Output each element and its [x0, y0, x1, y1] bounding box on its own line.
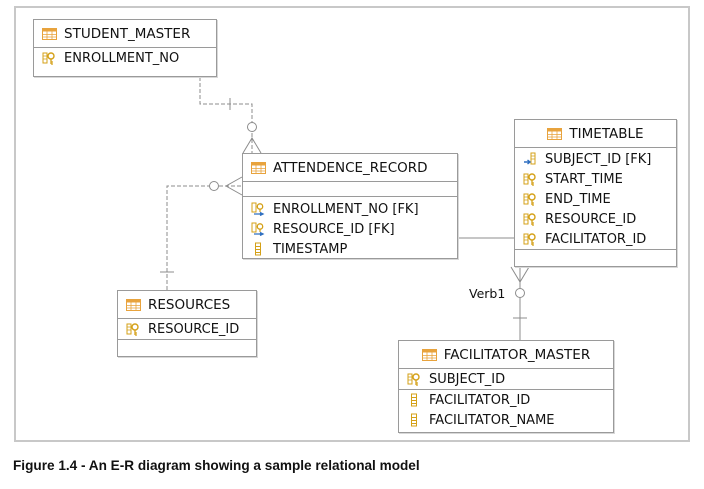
key-fk-icon [251, 222, 273, 236]
column-icon [251, 242, 273, 256]
field-name: FACILITATOR_ID [545, 231, 647, 247]
rel-student-crowfoot [242, 137, 262, 154]
field-list: SUBJECT_ID [399, 369, 613, 390]
figure-caption: Figure 1.4 - An E-R diagram showing a sa… [13, 458, 420, 473]
rel-verb1-crowfoot [510, 266, 530, 283]
field-row[interactable]: FACILITATOR_ID [399, 390, 613, 410]
key-icon [523, 192, 545, 206]
key-icon [523, 232, 545, 246]
field-row[interactable]: SUBJECT_ID [FK] [515, 149, 676, 169]
field-name: RESOURCE_ID [FK] [273, 221, 395, 237]
field-list: ENROLLMENT_NO [34, 48, 216, 68]
entity-header: RESOURCES [118, 291, 256, 319]
field-row[interactable]: TIMESTAMP [243, 239, 457, 259]
field-row[interactable]: ENROLLMENT_NO [34, 48, 216, 68]
field-name: SUBJECT_ID [FK] [545, 151, 652, 167]
key-icon [126, 322, 148, 336]
field-name: TIMESTAMP [273, 241, 348, 257]
field-row[interactable]: RESOURCE_ID [118, 319, 256, 339]
table-icon [547, 127, 569, 140]
field-row[interactable]: ENROLLMENT_NO [FK] [243, 199, 457, 219]
field-list: ENROLLMENT_NO [FK] RESOURCE_ID [FK] TIME… [243, 197, 457, 259]
key-icon [523, 212, 545, 226]
field-list: SUBJECT_ID [FK] START_TIME END_TIME RESO… [515, 148, 676, 250]
rel-resources-optional-circle [209, 181, 219, 191]
entity-header: FACILITATOR_MASTER [399, 341, 613, 369]
entity-title: RESOURCES [148, 296, 231, 313]
field-row[interactable]: RESOURCE_ID [FK] [243, 219, 457, 239]
field-name: START_TIME [545, 171, 623, 187]
field-name: SUBJECT_ID [429, 371, 506, 387]
primary-key-section [243, 182, 457, 197]
field-row[interactable]: END_TIME [515, 189, 676, 209]
empty-section [515, 250, 676, 256]
key-icon [523, 172, 545, 186]
entity-header: ATTENDENCE_RECORD [243, 154, 457, 182]
entity-header: STUDENT_MASTER [34, 20, 216, 48]
entity-facilitator-master[interactable]: FACILITATOR_MASTER SUBJECT_ID FACILITATO… [398, 340, 614, 433]
entity-student-master[interactable]: STUDENT_MASTER ENROLLMENT_NO [33, 19, 217, 77]
field-row[interactable]: RESOURCE_ID [515, 209, 676, 229]
entity-title: ATTENDENCE_RECORD [273, 159, 428, 176]
rel-student-attendence [199, 77, 253, 153]
table-icon [421, 348, 444, 361]
field-row[interactable]: START_TIME [515, 169, 676, 189]
rel-verb1-optional-circle [515, 288, 525, 298]
field-name: RESOURCE_ID [545, 211, 637, 227]
entity-title: FACILITATOR_MASTER [443, 346, 591, 363]
rel-student-optional-circle [247, 122, 257, 132]
field-list: RESOURCE_ID [118, 319, 256, 340]
field-row[interactable]: FACILITATOR_NAME [399, 410, 613, 430]
table-icon [251, 161, 273, 174]
entity-header: TIMETABLE [515, 120, 676, 148]
field-row[interactable]: SUBJECT_ID [399, 369, 613, 389]
key-fk-icon [251, 202, 273, 216]
relationship-label-verb1[interactable]: Verb1 [469, 286, 506, 301]
rel-resources-crowfoot [224, 176, 243, 196]
field-name: ENROLLMENT_NO [64, 50, 180, 66]
column-icon [407, 413, 429, 427]
rel-resources-attendence [166, 185, 242, 290]
field-name: FACILITATOR_ID [429, 392, 531, 408]
empty-section [118, 340, 256, 346]
key-icon [42, 51, 64, 65]
table-icon [126, 298, 148, 311]
entity-title: TIMETABLE [569, 125, 644, 142]
entity-title: STUDENT_MASTER [64, 25, 191, 42]
entity-resources[interactable]: RESOURCES RESOURCE_ID [117, 290, 257, 357]
field-name: ENROLLMENT_NO [FK] [273, 201, 419, 217]
field-name: RESOURCE_ID [148, 321, 240, 337]
column-icon [407, 393, 429, 407]
entity-attendence-record[interactable]: ATTENDENCE_RECORD ENROLLMENT_NO [FK] RES… [242, 153, 458, 259]
foreign-key-icon [523, 152, 545, 166]
entity-timetable[interactable]: TIMETABLE SUBJECT_ID [FK] START_TIME END… [514, 119, 677, 267]
table-icon [42, 27, 64, 40]
field-name: FACILITATOR_NAME [429, 412, 555, 428]
field-name: END_TIME [545, 191, 611, 207]
field-list: FACILITATOR_ID FACILITATOR_NAME [399, 390, 613, 430]
key-icon [407, 372, 429, 386]
field-row[interactable]: FACILITATOR_ID [515, 229, 676, 249]
